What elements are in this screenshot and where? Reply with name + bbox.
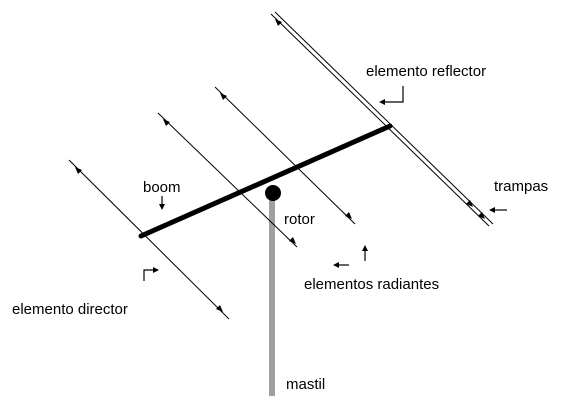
pointer-director-head [153,267,159,273]
pointer-radiantes-up-head [362,245,368,251]
boom-bar [138,123,393,239]
pointer-boom-head [159,204,165,210]
label-director: elemento director [12,301,128,318]
label-rotor: rotor [284,211,315,228]
director-element [68,159,230,320]
label-radiantes: elementos radiantes [304,276,439,293]
label-trampas: trampas [494,178,548,195]
pointer-trampas-head [489,207,495,213]
label-reflector: elemento reflector [366,63,486,80]
mast [269,200,275,396]
reflector-element [270,11,494,227]
pointer-director [143,269,156,281]
pointer-radiantes-left-head [333,262,339,268]
label-boom: boom [143,179,181,196]
rotor-hub [265,185,281,201]
radiating-element-1 [157,112,298,248]
radiating-element-2 [214,86,356,225]
label-mastil: mastil [286,376,325,393]
pointer-reflector [382,86,404,103]
pointer-reflector-head [379,99,385,105]
